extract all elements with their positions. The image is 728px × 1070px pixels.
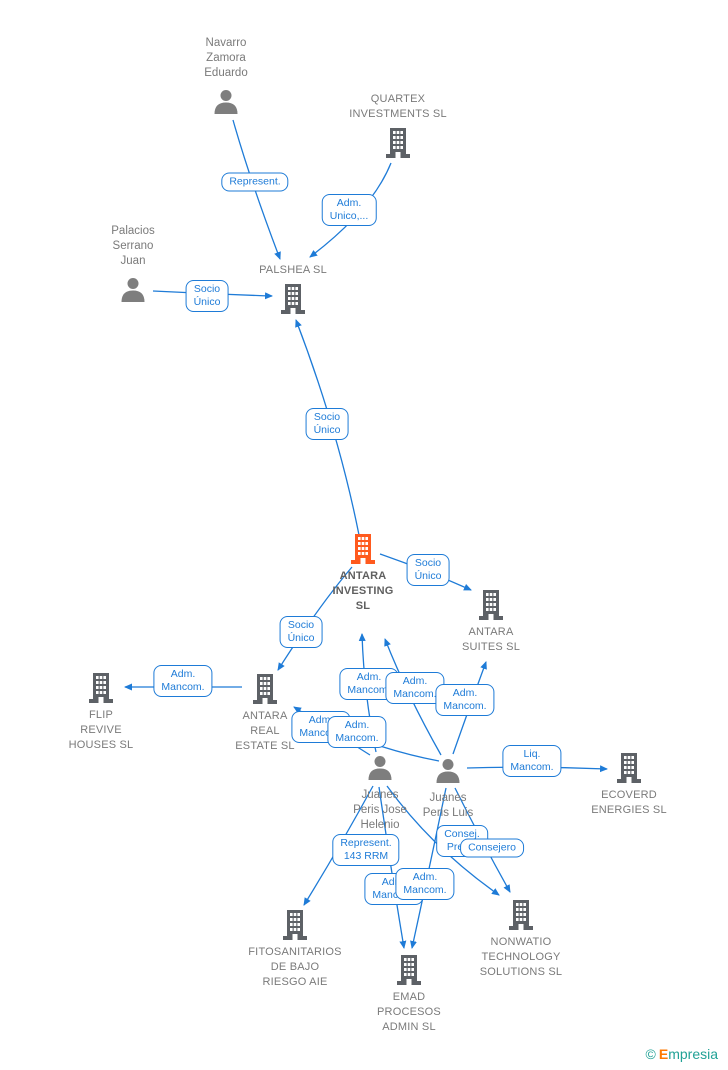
- brand-initial: E: [658, 1046, 669, 1062]
- building-icon[interactable]: [280, 284, 306, 314]
- edge-label: Socio Único: [185, 280, 229, 312]
- company-node-emad-procesos-admin-sl[interactable]: EMAD PROCESOS ADMIN SL: [354, 955, 464, 1035]
- company-name: QUARTEX INVESTMENTS SL: [349, 93, 447, 120]
- edge-label: Represent.: [221, 172, 289, 192]
- person-icon[interactable]: [433, 756, 463, 786]
- edge-label: Socio Único: [406, 554, 450, 586]
- company-node-antara-real-estate-sl[interactable]: ANTARA REAL ESTATE SL: [210, 674, 320, 754]
- company-node-antara-investing-sl[interactable]: ANTARA INVESTING SL: [308, 534, 418, 614]
- empresia-watermark[interactable]: ©Empresia: [646, 1046, 718, 1062]
- building-icon[interactable]: [252, 674, 278, 704]
- company-node-antara-suites-sl[interactable]: ANTARA SUITES SL: [436, 590, 546, 655]
- person-icon[interactable]: [211, 87, 241, 117]
- person-node-palacios-serrano-juan[interactable]: Palacios Serrano Juan: [78, 224, 188, 305]
- building-icon[interactable]: [508, 900, 534, 930]
- edge-label: Adm. Mancom.: [395, 868, 455, 900]
- person-name: Navarro Zamora Eduardo: [204, 37, 248, 79]
- person-name: Juanes Peris Luis: [422, 792, 474, 819]
- person-name: Palacios Serrano Juan: [111, 225, 155, 267]
- company-node-flip-revive-houses-sl[interactable]: FLIP REVIVE HOUSES SL: [46, 673, 156, 753]
- edge-label: Socio Único: [305, 408, 349, 440]
- building-icon[interactable]: [350, 534, 376, 564]
- building-icon[interactable]: [88, 673, 114, 703]
- company-name: FLIP REVIVE HOUSES SL: [68, 709, 134, 751]
- company-node-ecoverd-energies-sl[interactable]: ECOVERD ENERGIES SL: [574, 753, 684, 818]
- company-name: FITOSANITARIOS DE BAJO RIESGO AIE: [248, 946, 342, 988]
- company-name: ANTARA SUITES SL: [461, 626, 521, 653]
- company-name: ECOVERD ENERGIES SL: [591, 789, 667, 816]
- brand-rest: mpresia: [668, 1046, 718, 1062]
- edge-label: Adm. Mancom.: [435, 684, 495, 716]
- building-icon[interactable]: [478, 590, 504, 620]
- company-node-quartex-investments-sl[interactable]: QUARTEX INVESTMENTS SL: [343, 92, 453, 158]
- edge-label: Adm. Mancom.: [153, 665, 213, 697]
- building-icon[interactable]: [616, 753, 642, 783]
- edge-label: Liq. Mancom.: [502, 745, 562, 777]
- person-node-juanes-peris-luis[interactable]: Juanes Peris Luis: [393, 756, 503, 821]
- company-name: EMAD PROCESOS ADMIN SL: [377, 991, 441, 1033]
- building-icon[interactable]: [282, 910, 308, 940]
- building-icon[interactable]: [396, 955, 422, 985]
- person-node-navarro-zamora-eduardo[interactable]: Navarro Zamora Eduardo: [171, 36, 281, 117]
- person-icon[interactable]: [118, 275, 148, 305]
- edge-label: Socio Único: [279, 616, 323, 648]
- copyright-symbol: ©: [645, 1046, 656, 1062]
- person-icon[interactable]: [365, 753, 395, 783]
- edge-label: Adm. Mancom.: [327, 716, 387, 748]
- company-node-fitosanitarios-de-bajo-riesgo-aie[interactable]: FITOSANITARIOS DE BAJO RIESGO AIE: [240, 910, 350, 990]
- edge-label: Represent. 143 RRM: [332, 834, 400, 866]
- company-node-palshea-sl[interactable]: PALSHEA SL: [238, 263, 348, 314]
- company-name: PALSHEA SL: [259, 264, 327, 276]
- company-name: ANTARA INVESTING SL: [332, 570, 394, 612]
- company-node-nonwatio-technology-solutions-sl[interactable]: NONWATIO TECHNOLOGY SOLUTIONS SL: [466, 900, 576, 980]
- company-name: NONWATIO TECHNOLOGY SOLUTIONS SL: [479, 936, 563, 978]
- edge-label: Adm. Unico,...: [321, 194, 377, 226]
- company-name: ANTARA REAL ESTATE SL: [235, 710, 295, 752]
- edge-label: Consejero: [460, 838, 524, 858]
- building-icon[interactable]: [385, 128, 411, 158]
